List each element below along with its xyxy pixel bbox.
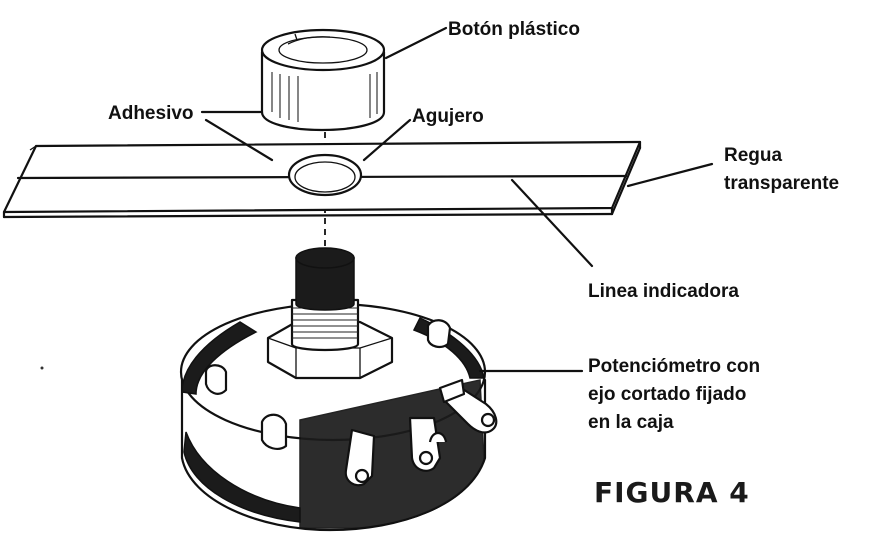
terminal-1 (344, 428, 376, 487)
ruler-label-line2: transparente (724, 173, 839, 194)
pot-label-line1: Potenciómetro con (588, 356, 760, 377)
terminal-3 (444, 384, 498, 434)
pot-label-line2: ejo cortado fijado (588, 384, 746, 405)
adhesive-leader (200, 110, 274, 162)
ruler-hole (287, 153, 363, 197)
transparent-ruler (2, 140, 642, 219)
hole-leader (362, 118, 412, 162)
knob-label: Botón plástico (448, 19, 580, 40)
terminal-2 (408, 416, 442, 472)
stray-dot (40, 366, 44, 370)
knob-leader (384, 26, 448, 60)
ruler-label-line1: Regua (724, 145, 783, 166)
pot-label-line3: en la caja (588, 412, 674, 433)
adhesive-label: Adhesivo (108, 103, 194, 124)
potentiometer (179, 247, 498, 532)
ruler-leader (626, 162, 714, 188)
hole-label: Agujero (412, 106, 484, 127)
indicator-leader (510, 178, 594, 268)
indicator-line-label: Linea indicadora (588, 281, 739, 302)
plastic-knob (260, 28, 386, 132)
figure-caption: FIGURA 4 (594, 476, 750, 509)
